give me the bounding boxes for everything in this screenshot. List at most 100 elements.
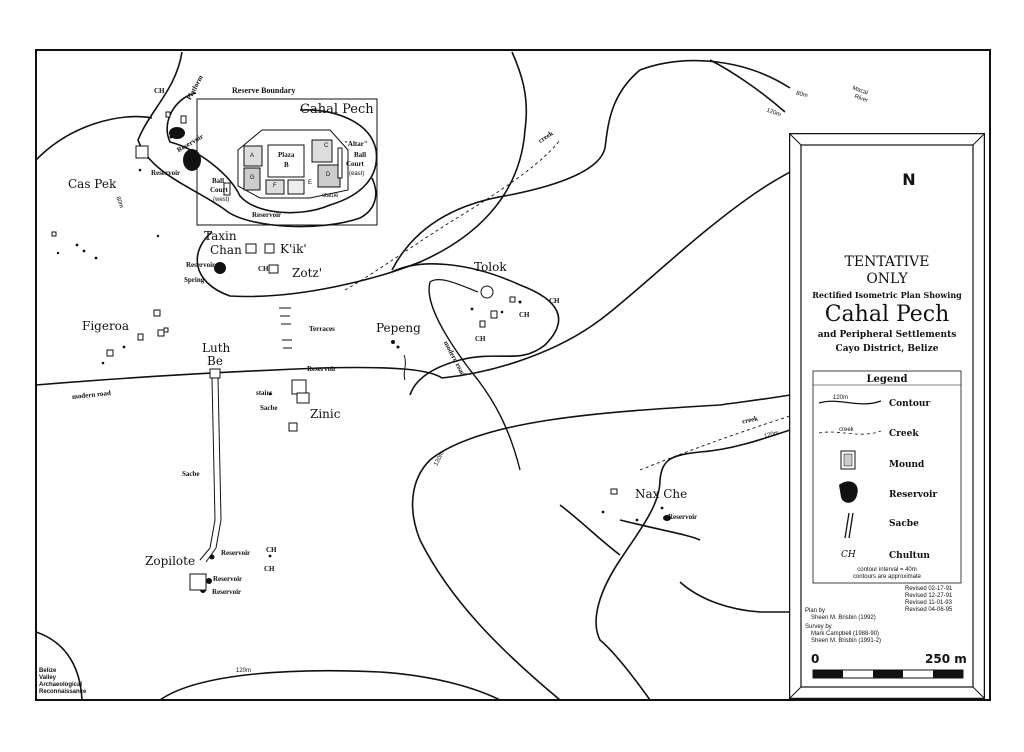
panel-frame <box>789 133 985 699</box>
contour-line <box>559 504 621 556</box>
scale-end: 250 m <box>925 652 967 666</box>
site-label-zinic: Zinic <box>310 407 341 421</box>
label-ball-court-w-2: Court <box>210 186 228 194</box>
label-ch: CH <box>266 546 277 554</box>
credit-line: Belize <box>39 668 57 674</box>
modern-road <box>429 279 479 293</box>
plan-by-name: Sheen M. Brisbin (1992) <box>811 615 876 621</box>
legend-sample-text: 120m <box>833 395 849 401</box>
label-reservoir-core: Reservoir <box>252 211 282 219</box>
label-structure-d: D <box>326 172 331 178</box>
contour-line <box>619 519 701 541</box>
site-label-pepeng: Pepeng <box>376 321 421 335</box>
label-reservoir-naxche: Reservoir <box>668 513 698 521</box>
site-label-taxin: Taxin <box>204 229 237 243</box>
site-label-tolok: Tolok <box>474 260 507 274</box>
reservoirs <box>169 127 671 593</box>
mounds <box>51 111 618 591</box>
label-sacbe-zinic: Sacbe <box>260 404 278 412</box>
contour-line <box>159 669 501 701</box>
label-reservoir-zinic: Reservoir <box>307 365 337 373</box>
legend-label-chultun: Chultun <box>889 551 930 561</box>
site-label-zopilote: Zopilote <box>145 554 196 568</box>
panel-title-line-1: TENTATIVE <box>844 254 930 270</box>
modern-road <box>428 281 521 471</box>
site-label-be: Be <box>207 354 223 368</box>
contour-lines <box>35 51 791 701</box>
label-contour-120-s: 120m <box>236 668 252 674</box>
label-statue: statue <box>322 193 339 199</box>
legend-label-contour: Contour <box>889 399 931 409</box>
label-structure-a: A <box>250 153 255 159</box>
site-label-cahal-pech: Cahal Pech <box>300 102 374 117</box>
contour-line <box>196 51 528 298</box>
terraces <box>279 307 292 349</box>
label-structure-c: C <box>324 143 329 149</box>
label-ch: CH <box>258 265 269 273</box>
north-label: N <box>902 170 916 189</box>
scale-start: 0 <box>811 652 820 666</box>
contour-line <box>35 115 153 161</box>
panel-subtitle: Rectified Isometric Plan Showing <box>812 290 962 300</box>
contour-line <box>35 631 83 701</box>
legend-label-sacbe: Sacbe <box>889 519 919 529</box>
label-reservoir-taxin: Reservoir <box>186 261 216 269</box>
revision-date: Revised 11-01-93 <box>905 600 952 606</box>
contour-line <box>391 263 560 396</box>
credit-line: Reconnaissance <box>39 689 87 695</box>
contour-line <box>679 581 790 613</box>
label-ball-court-e-3: (east) <box>349 171 365 177</box>
label-ch: CH <box>519 311 530 319</box>
label-reservoir-2: Reservoir <box>151 169 181 177</box>
contour-line <box>411 394 791 701</box>
label-structure-e: E <box>308 180 313 186</box>
label-plaza-b: Plaza <box>278 151 295 159</box>
creek-line <box>344 139 561 291</box>
panel-subtitle-2: and Peripheral Settlements <box>817 330 957 340</box>
site-label-nax-che: Nax Che <box>635 487 688 501</box>
label-structure-f: F <box>273 183 277 189</box>
credit-line: Valley <box>39 675 57 681</box>
contour-line <box>391 59 791 271</box>
label-stairs: stairs <box>256 389 273 397</box>
label-reservoir-zop-3: Reservoir <box>212 588 242 596</box>
site-label-kik: K'ik' <box>280 242 307 256</box>
legend-label-creek: Creek <box>889 429 919 439</box>
contour-line <box>441 171 791 379</box>
site-label-chan: Chan <box>210 243 242 257</box>
label-structure-g: G <box>250 175 255 181</box>
creek-line <box>639 415 791 471</box>
label-ball-court-w-3: (west) <box>213 197 230 203</box>
legend-sample-text: CH <box>841 550 856 560</box>
legend-label-reservoir: Reservoir <box>889 490 938 500</box>
label-altar: "Altar" <box>344 140 368 148</box>
path-line <box>403 354 406 381</box>
label-ch: CH <box>549 297 560 305</box>
legend-label-mound: Mound <box>889 460 925 470</box>
label-ball-court-e-2: Court <box>346 160 364 168</box>
survey-by-name: Mark Campbell (1988-90) <box>811 631 880 637</box>
legend-sample-text: creek <box>839 427 854 433</box>
contour-line <box>137 51 377 228</box>
contour-line <box>166 92 378 214</box>
site-label-luth: Luth <box>202 341 231 355</box>
contour-line <box>709 59 786 113</box>
label-ball-court-w-1: Ball <box>212 177 225 185</box>
small-mound-dots <box>56 135 664 558</box>
panel-subtitle-3: Cayo District, Belize <box>835 344 939 354</box>
map-title-panel: N TENTATIVE ONLY Rectified Isometric Pla… <box>789 133 985 699</box>
revision-date: Revised 12-27-91 <box>905 593 953 599</box>
label-ch: CH <box>154 87 165 95</box>
credit-line: Archaeological <box>39 682 83 688</box>
contour-note: contours are approximate <box>852 574 922 580</box>
survey-by: Survey by <box>805 624 832 630</box>
label-terraces: Terraces <box>309 325 335 333</box>
contour-note: contour interval = 40m <box>857 567 917 573</box>
revision-date: Revised 02-17-91 <box>905 586 953 592</box>
label-plaza-b-letter: B <box>284 161 289 169</box>
label-ball-court-e-1: Ball <box>354 151 367 159</box>
cahal-pech-core <box>223 129 349 199</box>
site-label-figeroa: Figeroa <box>82 319 130 333</box>
label-sacbe: Sacbe <box>182 470 200 478</box>
legend-title: Legend <box>866 374 908 385</box>
